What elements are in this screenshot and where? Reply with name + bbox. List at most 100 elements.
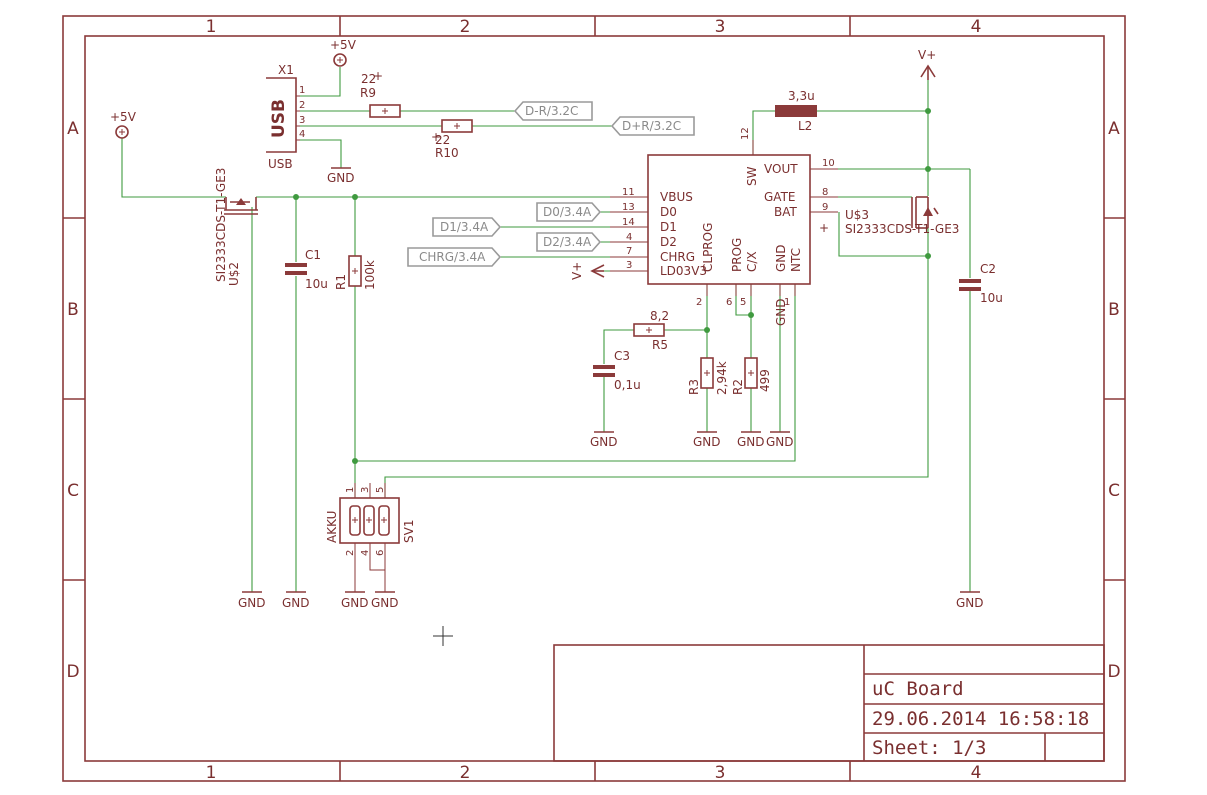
c2-value: 10u bbox=[980, 291, 1003, 305]
r2-value: 499 bbox=[758, 369, 772, 392]
crosshair-cursor-icon bbox=[433, 626, 453, 646]
wires bbox=[121, 67, 971, 592]
mosfet-u2: SI2333CDS-T1-GE3 U$2 bbox=[214, 168, 258, 286]
ic-pin-num-ntc: 1 bbox=[784, 297, 790, 308]
sv1-pin-1: 1 bbox=[345, 487, 356, 493]
resistor-r2: R2 499 bbox=[731, 357, 772, 395]
gnd-c2: GND bbox=[956, 591, 984, 610]
u3-plus-mark: + bbox=[819, 221, 829, 235]
title-sheet: Sheet: 1/3 bbox=[872, 737, 986, 759]
u3-name: U$3 bbox=[845, 208, 869, 222]
ic-pin-d2: D2 bbox=[660, 235, 677, 249]
ic-pin-ntc: NTC bbox=[789, 248, 803, 272]
ic-pin-num-prog: 6 bbox=[726, 297, 732, 308]
u3-part: SI2333CDS-T1-GE3 bbox=[845, 222, 959, 236]
c3-value: 0,1u bbox=[614, 378, 641, 392]
gnd-sv1-b: GND bbox=[371, 591, 399, 610]
sv1-name: SV1 bbox=[402, 520, 416, 543]
sv1-pin-2: 2 bbox=[345, 550, 356, 556]
ic-pin-num-d2: 4 bbox=[626, 232, 632, 243]
gnd-u2-label: GND bbox=[238, 596, 266, 610]
usb-connector-x1: 1 2 3 4 X1 USB USB bbox=[266, 63, 305, 171]
r2-name: R2 bbox=[731, 379, 745, 395]
gnd-c1: GND bbox=[282, 591, 310, 610]
col-label-3: 3 bbox=[715, 17, 726, 37]
ic-pin-clprog: CLPROG bbox=[701, 223, 715, 272]
ic-pin-num-d1: 14 bbox=[622, 217, 635, 228]
r3-name: R3 bbox=[687, 379, 701, 395]
port-d-plus: D+R/3.2C bbox=[610, 116, 695, 136]
col-label-2: 2 bbox=[460, 17, 471, 37]
resistor-r3: R3 2,94k bbox=[687, 357, 729, 395]
gnd-sv1-a-label: GND bbox=[341, 596, 369, 610]
r5-value: 8,2 bbox=[650, 309, 669, 323]
col-label-3-bottom: 3 bbox=[715, 763, 726, 783]
ic-pin-vout: VOUT bbox=[764, 162, 798, 176]
ic-pin-num-d0: 13 bbox=[622, 202, 635, 213]
port-d2: D2/3.4A bbox=[536, 232, 602, 252]
gnd-c3: GND bbox=[590, 431, 618, 449]
title-board-name: uC Board bbox=[872, 678, 964, 700]
inductor-l2: 3,3u L2 bbox=[775, 89, 817, 133]
gnd-usb: GND bbox=[327, 167, 355, 185]
port-d-plus-label: D+R/3.2C bbox=[622, 119, 681, 133]
gnd-r3-label: GND bbox=[693, 435, 721, 449]
mosfet-u3: U$3 SI2333CDS-T1-GE3 + bbox=[819, 196, 959, 236]
u2-part: SI2333CDS-T1-GE3 bbox=[214, 168, 228, 282]
resistor-r5: 8,2 R5 bbox=[633, 309, 669, 352]
u2-name: U$2 bbox=[227, 262, 241, 286]
ic-pin-num-vout: 10 bbox=[822, 158, 835, 169]
ic-pin-num-vbus: 11 bbox=[622, 187, 635, 198]
usb-pin-1: 1 bbox=[299, 85, 305, 96]
port-labels: D-R/3.2C D+R/3.2C D0/3.4A D1/3.4A D2/3.4… bbox=[407, 101, 695, 267]
c2-plate-top bbox=[959, 279, 981, 283]
sv1-pin-5: 5 bbox=[375, 487, 386, 493]
capacitor-c2: C2 10u bbox=[959, 262, 1003, 305]
ic-pin-num-gate: 8 bbox=[822, 187, 828, 198]
ic-pin-gnd: GND bbox=[774, 244, 788, 272]
col-label-2-bottom: 2 bbox=[460, 763, 471, 783]
c2-plate-bottom bbox=[959, 287, 981, 291]
gnd-c2-label: GND bbox=[956, 596, 984, 610]
col-label-4-bottom: 4 bbox=[971, 763, 982, 783]
gnd-sv1-b-label: GND bbox=[371, 596, 399, 610]
r9-name: R9 bbox=[360, 86, 376, 100]
sv1-pin-4: 4 bbox=[360, 550, 371, 556]
row-label-a-right: A bbox=[1108, 119, 1120, 139]
ic-pin-vbus: VBUS bbox=[660, 190, 693, 204]
charger-ic: 11 13 14 4 7 3 VBUS D0 D1 D2 CHRG LD03V3… bbox=[610, 127, 838, 326]
gnd-ic: GND bbox=[766, 431, 794, 449]
gnd-r2: GND bbox=[737, 431, 765, 449]
ic-pin-num-cx: 5 bbox=[740, 297, 746, 308]
title-block: uC Board 29.06.2014 16:58:18 Sheet: 1/3 bbox=[553, 644, 1105, 762]
ic-gnd-pin-label: GND bbox=[774, 298, 788, 326]
gnd-c3-label: GND bbox=[590, 435, 618, 449]
usb-pin-4: 4 bbox=[299, 129, 305, 140]
c1-plate-top bbox=[285, 263, 307, 267]
gnd-r3: GND bbox=[693, 431, 721, 449]
capacitor-c1: C1 10u bbox=[285, 248, 328, 291]
r10-value: 22 bbox=[435, 133, 450, 147]
r9-plus-mark: + bbox=[373, 69, 383, 83]
title-datetime: 29.06.2014 16:58:18 bbox=[872, 708, 1089, 730]
supply-vplus-top: V+ bbox=[918, 48, 936, 80]
port-chrg: CHRG/3.4A bbox=[407, 247, 502, 267]
port-d0-label: D0/3.4A bbox=[543, 205, 592, 219]
l2-body bbox=[775, 105, 817, 117]
ic-pin-num-chrg: 7 bbox=[626, 246, 632, 257]
row-label-b-right: B bbox=[1108, 300, 1120, 320]
sv1-pin-3: 3 bbox=[360, 487, 371, 493]
row-label-c-right: C bbox=[1108, 481, 1120, 501]
resistor-r9: 22 R9 + bbox=[360, 69, 401, 118]
ic-pin-prog: PROG bbox=[730, 238, 744, 272]
gnd-r2-label: GND bbox=[737, 435, 765, 449]
r5-name: R5 bbox=[652, 338, 668, 352]
r10-name: R10 bbox=[435, 146, 459, 160]
ic-pin-num-sw: 12 bbox=[740, 127, 751, 140]
usb-refdes: X1 bbox=[278, 63, 294, 77]
c3-name: C3 bbox=[614, 349, 630, 363]
port-d-minus: D-R/3.2C bbox=[513, 101, 593, 121]
ic-pin-num-clprog: 2 bbox=[696, 297, 702, 308]
connector-sv1: 1 3 5 2 4 6 AKKU SV1 bbox=[325, 483, 416, 592]
